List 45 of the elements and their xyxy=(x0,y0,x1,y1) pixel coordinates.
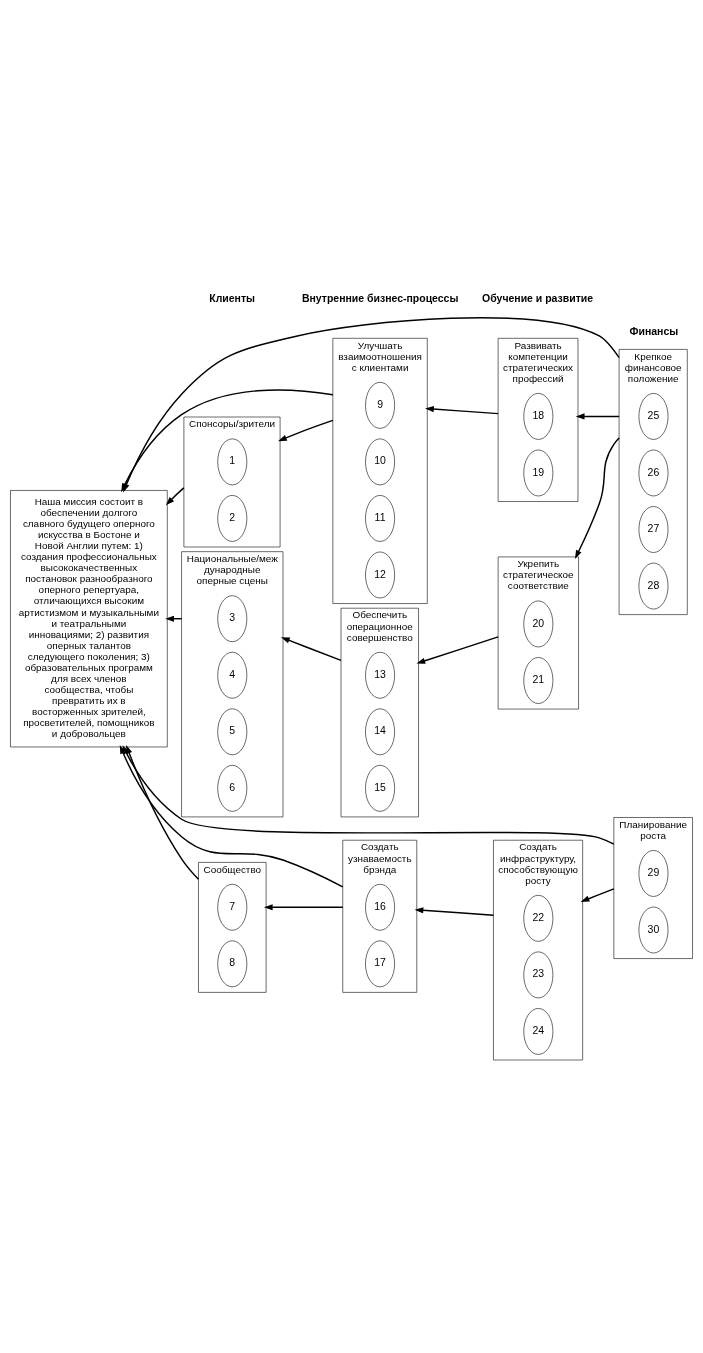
node-ellipse: 14 xyxy=(365,708,395,755)
node-ellipse: 29 xyxy=(638,849,669,897)
node-ellipse: 23 xyxy=(523,951,554,998)
node-ellipse: 27 xyxy=(638,505,669,553)
node-ellipse: 17 xyxy=(365,940,395,987)
node-ellipse: 4 xyxy=(217,651,248,699)
label: Обучение и развитие xyxy=(482,292,594,304)
node-ellipse: 5 xyxy=(217,708,248,755)
node-ellipse: 18 xyxy=(523,392,554,440)
node-ellipse: 28 xyxy=(638,562,669,609)
node-ellipse: 7 xyxy=(217,883,248,931)
label: Внутренние бизнес-процессы xyxy=(301,292,459,304)
arrow xyxy=(416,635,499,664)
node-ellipse: 24 xyxy=(523,1007,554,1055)
arrow xyxy=(165,486,185,505)
arrow xyxy=(414,906,495,916)
node-ellipse: 1 xyxy=(217,438,248,485)
node-ellipse: 6 xyxy=(217,764,248,812)
node-ellipse: 26 xyxy=(638,449,669,496)
node-ellipse: 25 xyxy=(638,392,669,440)
node-ellipse: 9 xyxy=(365,381,395,429)
node-ellipse: 20 xyxy=(523,600,554,647)
node-ellipse: 13 xyxy=(365,651,395,699)
node-ellipse: 11 xyxy=(365,494,395,542)
node-ellipse: 19 xyxy=(523,449,554,496)
node-ellipse: 30 xyxy=(638,906,669,953)
label: Финансы xyxy=(629,325,679,337)
node-ellipse: 2 xyxy=(217,494,248,542)
arrow xyxy=(278,419,334,441)
label: Клиенты xyxy=(209,292,256,304)
node-ellipse: 16 xyxy=(365,883,395,931)
arrow xyxy=(280,636,342,661)
node-ellipse: 21 xyxy=(523,656,554,704)
node-ellipse: 8 xyxy=(217,940,248,987)
node-ellipse: 12 xyxy=(365,551,395,598)
node-ellipse: 3 xyxy=(217,594,248,642)
node-box: Наша миссия состоит в обеспечении долгого славного будущего оперного искусства в Бостоне и Новой Англии путем: 1) создания профессиональных высококачественных постановок разнообразного оперного репертуара, отличающихся высоким артистизмом и музыкальными и театральными инновациями; 2) развития оперных талантов следующего поколения; 3) образовательных программ для всех членов сообщества, чтобы превратить их в восторженных зрителей, просветителей, помощников и добровольцев xyxy=(10,489,168,747)
arrow xyxy=(574,436,620,559)
node-ellipse: 15 xyxy=(365,764,395,812)
node-ellipse: 10 xyxy=(365,438,395,485)
arrow xyxy=(425,405,499,414)
node-ellipse: 22 xyxy=(523,894,554,942)
arrow xyxy=(575,412,620,419)
arrow xyxy=(580,887,615,902)
arrow xyxy=(263,903,344,910)
